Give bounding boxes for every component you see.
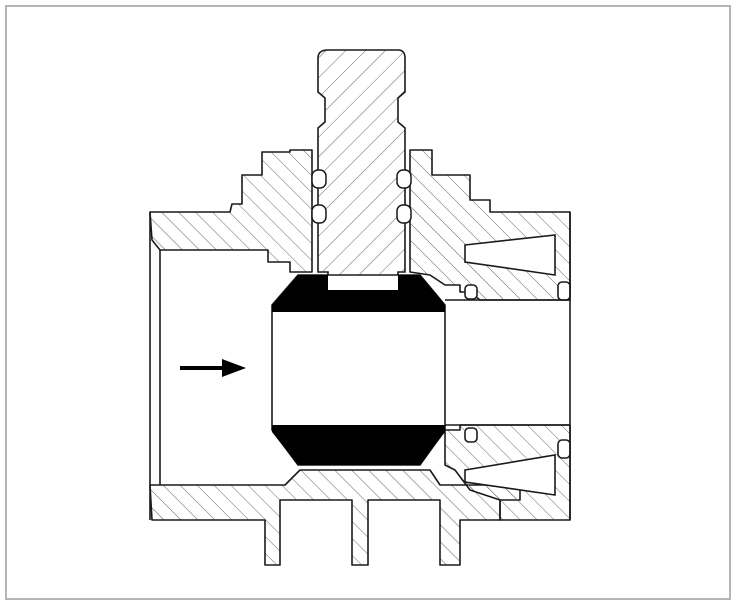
left-seal-slot-top — [464, 284, 478, 300]
right-seal-slot-bottom — [557, 439, 571, 459]
ball-seal-top — [272, 275, 445, 312]
left-body-bottom-wall — [149, 469, 521, 566]
o-ring-groove — [311, 204, 327, 224]
o-ring-groove — [396, 204, 412, 224]
o-ring-groove — [311, 169, 327, 189]
right-fin-bottom — [464, 454, 556, 496]
flow-direction-arrow-icon — [180, 359, 246, 377]
right-seal-slot-top — [557, 281, 571, 301]
ball-seal-bottom — [272, 425, 445, 465]
valve-stem — [317, 49, 406, 291]
figure-frame — [5, 5, 731, 600]
left-body-top-wall — [149, 149, 313, 273]
right-fin-top — [464, 234, 556, 276]
left-seal-slot-bottom — [464, 427, 478, 443]
right-body-top — [409, 149, 571, 301]
o-ring-groove — [396, 169, 412, 189]
